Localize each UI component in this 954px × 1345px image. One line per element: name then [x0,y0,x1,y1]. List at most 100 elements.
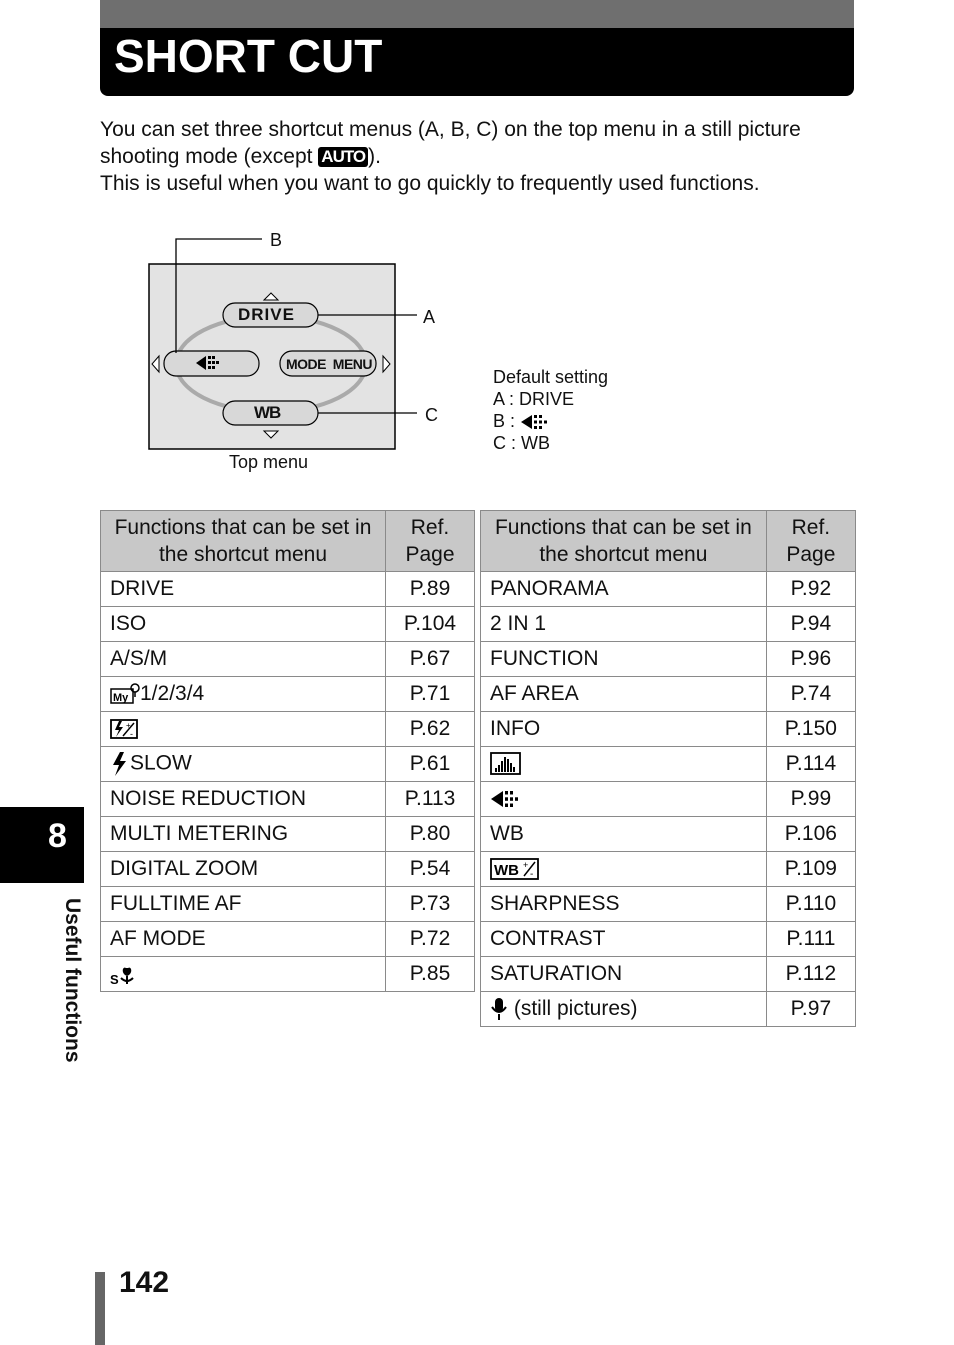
shortcut-functions-table-right: Functions that can be set in the shortcu… [480,510,857,1027]
label-b: B [270,230,283,250]
ref-cell: P.61 [385,746,475,782]
function-cell: (still pictures) [480,991,767,1027]
chapter-label: Useful functions [61,898,84,1063]
function-cell: DRIVE [100,571,386,607]
ref-cell: P.106 [765,816,857,852]
intro-paragraph-2: This is useful when you want to go quick… [100,172,760,195]
function-cell: +- [100,711,386,747]
svg-text:S: S [110,972,119,986]
default-b-label: B : [493,411,521,431]
ref-cell: P.74 [765,676,857,712]
ref-cell: P.94 [765,606,857,642]
function-cell: AF AREA [480,676,767,712]
microphone-icon [491,998,507,1021]
chapter-number: 8 [48,817,67,855]
svg-text:+: + [523,860,528,870]
intro-text: You can set three shortcut menus (A, B, … [100,116,870,197]
function-text: 1/2/3/4 [140,682,205,705]
function-cell: SHARPNESS [480,886,767,922]
table-row: S P.85 [100,956,475,992]
shortcut-functions-table-left: Functions that can be set in the shortcu… [100,510,475,992]
top-menu-diagram: DRIVE MODE MENU WB B A C Top menu [140,225,480,475]
svg-text:-: - [130,729,133,739]
label-a: A [423,307,436,327]
ref-cell: P.97 [765,991,857,1027]
function-cell: S [100,956,386,992]
function-cell: My 1/2/3/4 [100,676,386,712]
table-row: P.114 [480,746,857,782]
mode-menu-button-label: MODE MENU [286,356,373,372]
function-cell: WB+- [480,851,767,887]
function-cell: WB [480,816,767,852]
function-cell: CONTRAST [480,921,767,957]
super-macro-icon: S [110,967,134,986]
function-cell: SLOW [100,746,386,782]
ref-cell: P.114 [765,746,857,782]
function-cell: 2 IN 1 [480,606,767,642]
function-cell: DIGITAL ZOOM [100,851,386,887]
ref-cell: P.80 [385,816,475,852]
ref-cell: P.71 [385,676,475,712]
my-mode-icon: My [110,683,140,704]
table-header-row: Functions that can be set in the shortcu… [480,510,857,572]
function-cell: A/S/M [100,641,386,677]
function-cell [480,781,767,817]
ref-cell: P.85 [385,956,475,992]
ref-cell: P.73 [385,886,475,922]
table-row: P.99 [480,781,857,817]
default-c: C : WB [493,433,550,453]
table-row: WB+- P.109 [480,851,857,887]
ref-cell: P.67 [385,641,475,677]
function-text: (still pictures) [508,996,638,1020]
ref-cell: P.54 [385,851,475,887]
table-row: (still pictures) P.97 [480,991,857,1027]
table-row: My 1/2/3/4 P.71 [100,676,475,712]
defaults-title: Default setting [493,367,609,387]
function-cell: INFO [480,711,767,747]
drive-button-label: DRIVE [238,305,295,324]
intro-line1-end: ). [368,145,381,168]
svg-text:-: - [530,869,533,880]
ref-cell: P.112 [765,956,857,992]
page-number-bar [95,1272,105,1345]
function-cell: ISO [100,606,386,642]
histogram-icon [490,752,521,776]
intro-line1: You can set three shortcut menus (A, B, … [100,118,801,168]
label-c: C [425,405,438,425]
ref-cell: P.99 [765,781,857,817]
function-cell: FULLTIME AF [100,886,386,922]
ref-cell: P.104 [385,606,475,642]
image-quality-icon [521,415,548,430]
default-a: A : DRIVE [493,389,575,409]
ref-cell: P.113 [385,781,475,817]
function-cell: MULTI METERING [100,816,386,852]
diagram-caption: Top menu [229,452,309,472]
image-quality-icon [491,791,518,808]
ref-cell: P.111 [765,921,857,957]
function-cell: SATURATION [480,956,767,992]
table-row: SLOW P.61 [100,746,475,782]
auto-mode-icon: AUTO [318,147,369,167]
function-cell [480,746,767,782]
top-menu-illustration [148,238,417,450]
svg-text:My: My [113,692,129,704]
page-title: SHORT CUT [114,30,383,82]
header-functions: Functions that can be set in the shortcu… [480,510,767,572]
chapter-tab: 8 [0,807,84,883]
ref-cell: P.150 [765,711,857,747]
wb-compensation-icon: WB+- [490,858,539,880]
wb-button-label: WB [254,403,281,422]
